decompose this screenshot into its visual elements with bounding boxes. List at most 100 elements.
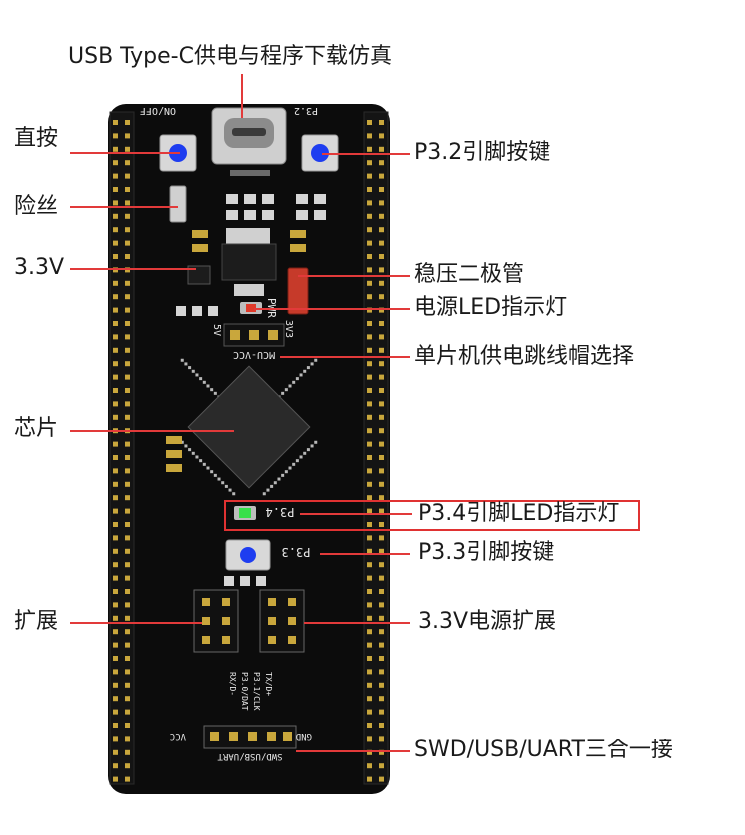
header-pin [113, 522, 118, 527]
header-pin [125, 669, 130, 675]
header-pin [379, 602, 384, 608]
5v-expansion-header [193, 589, 239, 653]
header-pin [125, 361, 130, 367]
header-pin [125, 414, 130, 420]
header-pin [367, 401, 372, 407]
header-pin [125, 615, 130, 621]
header-pin [379, 401, 384, 407]
header-pin [379, 589, 384, 594]
header-pin [125, 455, 130, 460]
sot-transistor [187, 265, 211, 285]
left-header-pins [113, 120, 130, 782]
header-pin [367, 736, 372, 742]
chip-lead [273, 481, 277, 485]
header-pin [113, 776, 118, 782]
chip-lead [202, 462, 206, 466]
header-pin [379, 146, 384, 152]
voltage-regulator [221, 228, 277, 296]
header-pin [113, 146, 118, 152]
connector-line-right-2 [298, 275, 410, 277]
header-pin [125, 213, 130, 219]
chip-lead [306, 366, 310, 370]
connector-line-right-3 [254, 308, 410, 310]
header-pin [367, 481, 372, 487]
header-pin [367, 656, 372, 661]
header-pin [113, 629, 118, 635]
header-pin [367, 133, 372, 139]
connector-line-left-2 [70, 206, 178, 208]
header-pin [125, 294, 130, 300]
header-pin [125, 401, 130, 407]
chip-lead [180, 358, 184, 362]
chip-lead [284, 388, 288, 392]
header-pin [125, 749, 130, 755]
header-pin [113, 347, 118, 353]
header-pin [113, 227, 118, 233]
header-pin [367, 776, 372, 782]
chip-lead [221, 481, 225, 485]
header-pin [113, 388, 118, 393]
header-pin [379, 307, 384, 313]
chip-lead [262, 492, 266, 496]
callout-right-8: SWD/USB/UART三合一接 [414, 739, 672, 761]
chip-lead [284, 470, 288, 474]
chip-lead [288, 466, 292, 470]
chip-lead [292, 462, 296, 466]
header-pin [113, 669, 118, 675]
chip-lead [199, 377, 203, 381]
header-pin [125, 146, 130, 152]
chip-lead [210, 470, 214, 474]
header-pin [113, 455, 118, 460]
chip-lead [191, 369, 195, 373]
header-pin [125, 388, 130, 393]
header-pin [367, 455, 372, 460]
3v3-expansion-header [259, 589, 305, 653]
header-pin [367, 669, 372, 675]
callout-left-2: 险丝 [14, 194, 59, 219]
silk-3v3: 3V3 [283, 320, 294, 338]
silk-p33: P3.3 [282, 545, 311, 559]
chip-lead [266, 488, 270, 492]
header-pin [379, 736, 384, 742]
header-pin [113, 562, 118, 568]
header-pin [379, 723, 384, 728]
header-pin [125, 200, 130, 206]
header-pin [379, 763, 384, 769]
header-pin [113, 160, 118, 166]
header-pin [379, 656, 384, 661]
silk-p30-dat: P3.0/DAT [240, 672, 249, 711]
usb-c-icon [211, 107, 287, 176]
chip-lead [270, 484, 274, 488]
header-pin [125, 160, 130, 166]
header-pin [379, 481, 384, 487]
header-pin [379, 173, 384, 179]
callout-right-3: 电源LED指示灯 [414, 295, 568, 320]
chip-lead [314, 358, 318, 362]
header-pin [367, 615, 372, 621]
header-pin [125, 562, 130, 568]
header-pin [367, 267, 372, 273]
header-pin [379, 160, 384, 166]
connector-line-right-8 [296, 750, 410, 752]
smd-components [226, 194, 326, 220]
header-pin [113, 441, 118, 447]
chip-lead [191, 451, 195, 455]
header-pin [113, 749, 118, 755]
header-pin [367, 146, 372, 152]
header-pin [125, 254, 130, 259]
silk-rx: RX/D- [228, 672, 237, 696]
header-pin [125, 589, 130, 594]
header-pin [367, 187, 372, 192]
header-pin [113, 723, 118, 728]
header-pin [367, 321, 372, 326]
header-pin [367, 334, 372, 340]
right-header-pins [367, 120, 384, 782]
header-pin [113, 334, 118, 340]
header-pin [113, 213, 118, 219]
header-pin [367, 441, 372, 447]
header-pin [125, 307, 130, 313]
header-pin [379, 414, 384, 420]
header-pin [367, 642, 372, 648]
header-pin [379, 642, 384, 648]
header-pin [367, 307, 372, 313]
